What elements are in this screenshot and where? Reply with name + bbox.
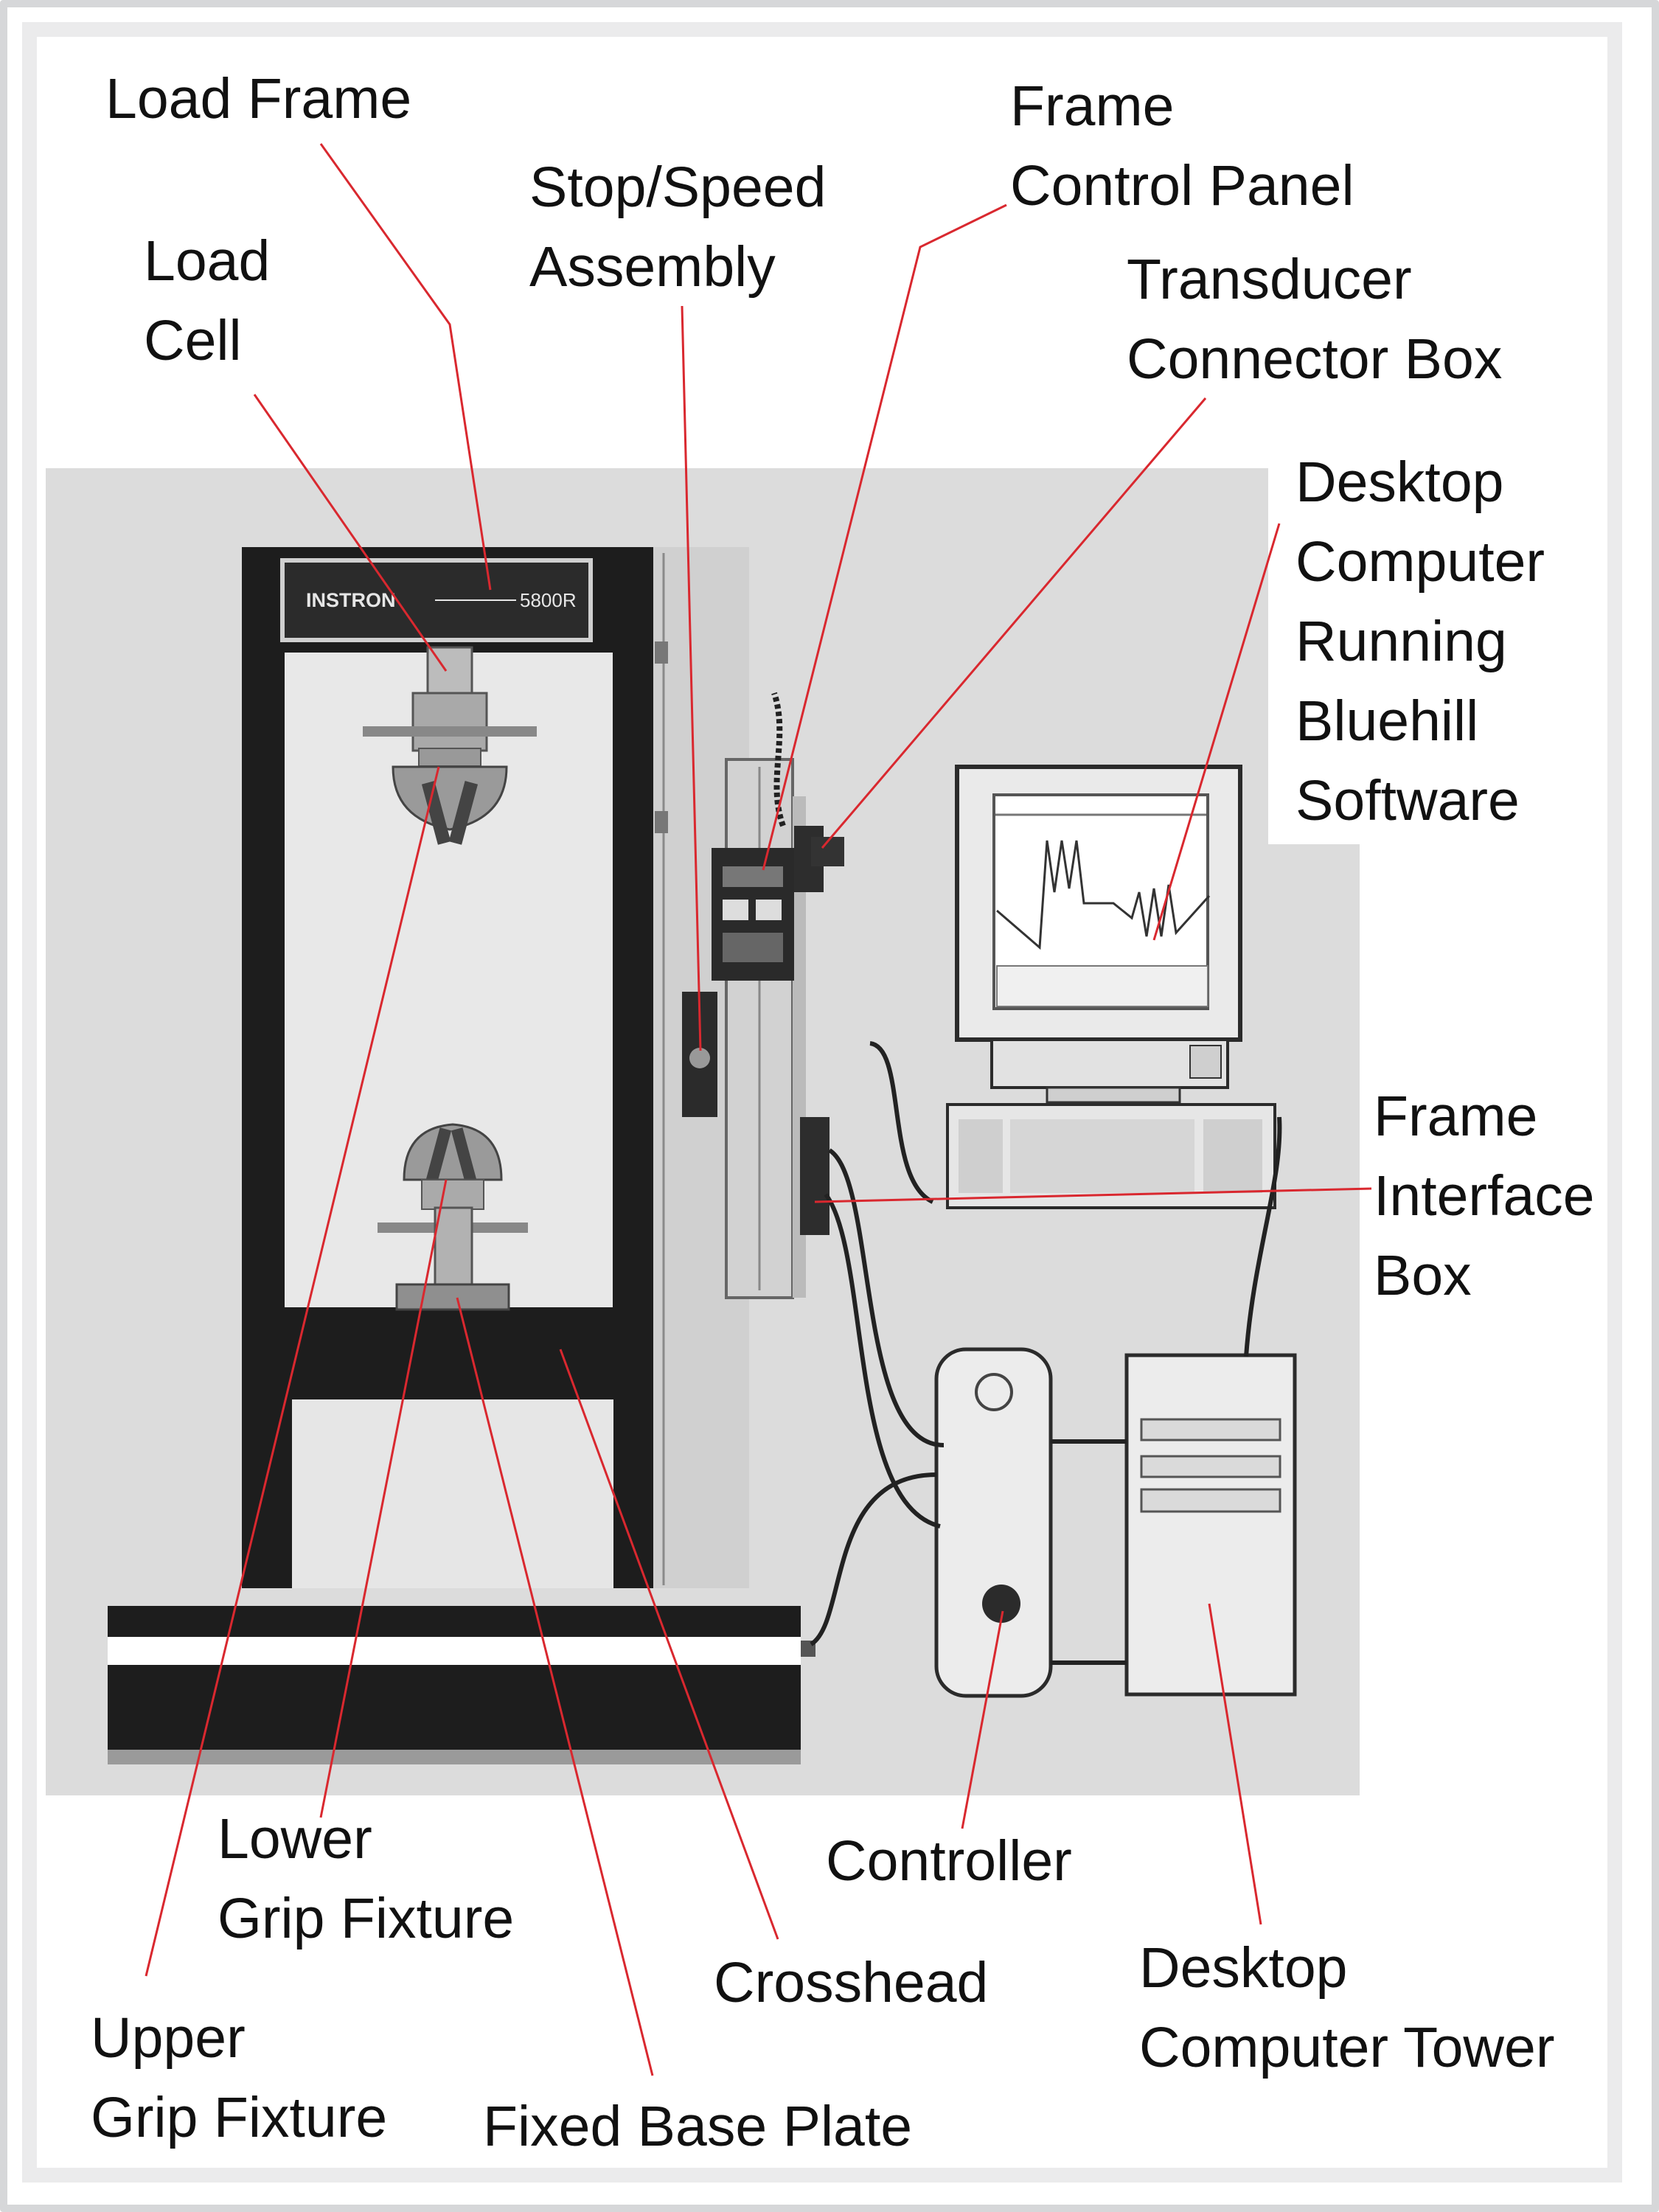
label-line: Lower [218,1807,372,1871]
lower-grip-assembly [378,1123,528,1311]
label-line: Cell [144,309,242,372]
desktop-label-whitebox [1268,442,1585,844]
label-crosshead: Crosshead [714,1943,988,2023]
label-line: Box [1374,1244,1472,1307]
label-lower-grip-fixture: Lower Grip Fixture [218,1799,514,1958]
label-line: Interface [1374,1164,1595,1228]
label-line: Crosshead [714,1951,989,2014]
leader-load-frame [319,143,492,591]
leader-lines [145,143,1372,2076]
brand-name: INSTRON [306,589,396,611]
label-transducer-connector-box: Transducer Connector Box [1127,240,1502,399]
label-line: Bluehill [1295,689,1479,753]
leader-base-plate [456,1297,654,2076]
label-fixed-base-plate: Fixed Base Plate [483,2087,912,2166]
label-line: Load [144,229,271,293]
leader-load-cell [253,394,448,672]
crosshead-beam [285,1307,653,1397]
controller-unit [934,1347,1053,1698]
leader-lower-grip [319,1179,448,1818]
label-line: Assembly [529,235,776,299]
tower-unit [1124,1353,1297,1697]
label-line: Desktop [1139,1936,1348,2000]
label-line: Frame [1010,74,1175,138]
label-line: Computer [1295,530,1545,594]
leader-controller [961,1610,1004,1829]
leader-transducer [821,397,1207,849]
label-line: Transducer [1127,248,1412,311]
label-load-cell: Load Cell [144,221,270,380]
label-line: Load Frame [105,67,412,131]
model-number: 5800R [520,589,577,611]
base [108,1606,801,1637]
label-line: Upper [91,2006,246,2070]
stress-curve [996,840,1211,950]
label-upper-grip-fixture: Upper Grip Fixture [91,1998,387,2157]
label-line: Connector Box [1127,327,1503,391]
label-desktop-computer-tower: Desktop Computer Tower [1139,1928,1554,2087]
label-line: Grip Fixture [218,1887,515,1950]
label-line: Controller [826,1829,1072,1893]
leader-tower [1208,1603,1262,1925]
label-line: Fixed Base Plate [483,2095,913,2158]
label-line: Running [1295,610,1507,673]
label-line: Frame [1374,1085,1538,1148]
label-frame-interface-box: Frame Interface Box [1374,1077,1595,1315]
label-frame-control-panel: Frame Control Panel [1010,66,1354,226]
label-line: Software [1295,769,1520,832]
leader-upper-grip [145,766,440,1977]
label-line: Computer Tower [1139,2016,1555,2079]
label-stop-speed-assembly: Stop/Speed Assembly [529,147,826,307]
label-line: Desktop [1295,451,1504,514]
leader-stop-speed [681,305,702,1051]
leader-desktop [1152,523,1281,941]
leader-interface [814,1187,1372,1203]
label-controller: Controller [826,1821,1072,1901]
label-line: Grip Fixture [91,2086,388,2149]
label-desktop-computer: Desktop Computer Running Bluehill Softwa… [1295,442,1545,841]
computer [810,765,1297,1698]
label-line: Stop/Speed [529,156,827,219]
interface-box [800,1117,830,1235]
leader-crosshead [559,1349,779,1940]
label-line: Control Panel [1010,154,1354,218]
fixed-base-plate [395,1283,510,1311]
label-load-frame: Load Frame [105,59,411,139]
leader-control-panel [762,204,1007,871]
